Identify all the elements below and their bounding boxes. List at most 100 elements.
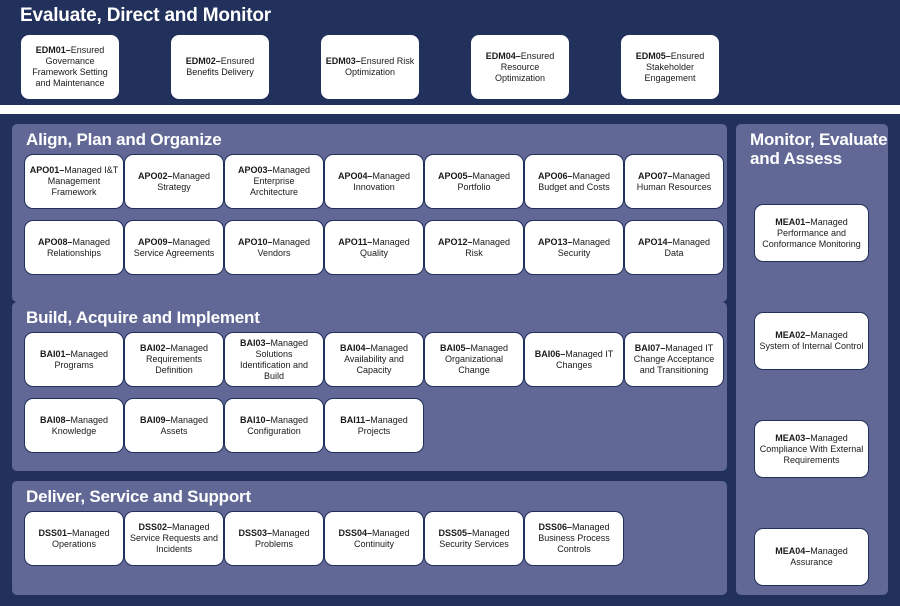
objective-card-bai10[interactable]: BAI10–Managed Configuration xyxy=(224,398,324,453)
objective-card-apo01[interactable]: APO01–Managed I&T Management Framework xyxy=(24,154,124,209)
objective-card-bai01[interactable]: BAI01–Managed Programs xyxy=(24,332,124,387)
objective-separator: – xyxy=(567,170,573,181)
objective-card-edm02[interactable]: EDM02–Ensured Benefits Delivery xyxy=(170,34,270,100)
objective-card-mea04[interactable]: MEA04–Managed Assurance xyxy=(754,528,869,586)
objective-name: Managed Service Requests and Incidents xyxy=(129,522,219,554)
objective-card-mea02[interactable]: MEA02–Managed System of Internal Control xyxy=(754,312,869,370)
objective-separator: – xyxy=(805,216,811,227)
objective-code: BAI04 xyxy=(339,343,366,353)
objective-card-apo14[interactable]: APO14–Managed Data xyxy=(624,220,724,275)
objective-name: Managed Data xyxy=(664,236,711,258)
objective-card-bai09[interactable]: BAI09–Managed Assets xyxy=(124,398,224,453)
objective-card-bai07[interactable]: BAI07–Managed IT Change Acceptance and T… xyxy=(624,332,724,387)
objective-separator: – xyxy=(265,337,271,348)
objective-card-apo09[interactable]: APO09–Managed Service Agreements xyxy=(124,220,224,275)
objective-code: BAI08 xyxy=(39,414,66,425)
objective-code: EDM04 xyxy=(485,50,516,61)
objective-card-edm04[interactable]: EDM04–Ensured Resource Optimization xyxy=(470,34,570,100)
objective-name: Managed Budget and Costs xyxy=(538,170,611,192)
objective-code: APO10 xyxy=(237,236,268,247)
objective-card-dss02[interactable]: DSS02–Managed Service Requests and Incid… xyxy=(124,511,224,566)
objective-name: Ensured Resource Optimization xyxy=(494,50,555,83)
objective-code: DSS05 xyxy=(438,527,467,538)
objective-name: Managed Innovation xyxy=(353,170,411,192)
objective-card-dss05[interactable]: DSS05–Managed Security Services xyxy=(424,511,524,566)
objective-card-apo05[interactable]: APO05–Managed Portfolio xyxy=(424,154,524,209)
objective-code: BAI05 xyxy=(439,343,466,353)
objective-card-bai05[interactable]: BAI05–Managed Organizational Change xyxy=(424,332,524,387)
objective-card-apo08[interactable]: APO08–Managed Relationships xyxy=(24,220,124,275)
objective-card-apo03[interactable]: APO03–Managed Enterprise Architecture xyxy=(224,154,324,209)
objective-card-bai11[interactable]: BAI11–Managed Projects xyxy=(324,398,424,453)
objective-code: APO12 xyxy=(437,236,468,247)
objective-separator: – xyxy=(215,56,221,66)
objective-card-bai08[interactable]: BAI08–Managed Knowledge xyxy=(24,398,124,453)
objective-name: Managed Strategy xyxy=(157,170,211,192)
objective-code: APO01 xyxy=(29,165,60,175)
objective-code: APO05 xyxy=(437,170,468,181)
objective-code: EDM05 xyxy=(635,50,666,61)
objective-separator: – xyxy=(167,236,173,247)
objective-card-apo06[interactable]: APO06–Managed Budget and Costs xyxy=(524,154,624,209)
objective-separator: – xyxy=(805,546,811,556)
objective-code: APO06 xyxy=(537,170,568,181)
objective-card-apo02[interactable]: APO02–Managed Strategy xyxy=(124,154,224,209)
objective-card-apo11[interactable]: APO11–Managed Quality xyxy=(324,220,424,275)
objective-separator: – xyxy=(165,343,171,353)
objective-separator: – xyxy=(65,414,71,425)
objective-card-dss01[interactable]: DSS01–Managed Operations xyxy=(24,511,124,566)
objective-card-dss04[interactable]: DSS04–Managed Continuity xyxy=(324,511,424,566)
objective-card-dss03[interactable]: DSS03–Managed Problems xyxy=(224,511,324,566)
objective-card-apo04[interactable]: APO04–Managed Innovation xyxy=(324,154,424,209)
objective-name: Managed Business Process Controls xyxy=(538,522,610,554)
objective-name: Managed Quality xyxy=(359,236,410,258)
objective-separator: – xyxy=(66,527,72,538)
objective-code: DSS02 xyxy=(138,522,167,532)
objective-name: Managed Vendors xyxy=(257,236,311,258)
objective-code: EDM02 xyxy=(185,56,216,66)
objective-separator: – xyxy=(267,165,273,175)
dss-domain-title: Deliver, Service and Support xyxy=(26,487,251,506)
objective-code: EDM01 xyxy=(35,45,66,55)
objective-card-bai06[interactable]: BAI06–Managed IT Changes xyxy=(524,332,624,387)
objective-code: MEA02 xyxy=(775,330,806,340)
objective-code: APO14 xyxy=(637,236,668,247)
objective-code: BAI02 xyxy=(139,343,166,353)
objective-separator: – xyxy=(567,236,573,247)
objective-separator: – xyxy=(67,236,73,247)
objective-code: DSS06 xyxy=(538,522,567,532)
edm-domain-band: Evaluate, Direct and Monitor EDM01–Ensur… xyxy=(0,0,900,105)
apo-domain-panel: Align, Plan and Organize APO01–Managed I… xyxy=(12,124,727,302)
objective-code: BAI10 xyxy=(239,414,266,425)
objective-name: Managed Organizational Change xyxy=(444,343,509,375)
objective-name: Managed Service Agreements xyxy=(133,236,215,258)
mea-domain-title: Monitor, Evaluate and Assess xyxy=(750,130,888,168)
objective-code: BAI03 xyxy=(239,337,266,348)
objective-card-bai04[interactable]: BAI04–Managed Availability and Capacity xyxy=(324,332,424,387)
objective-card-edm01[interactable]: EDM01–Ensured Governance Framework Setti… xyxy=(20,34,120,100)
objective-card-apo10[interactable]: APO10–Managed Vendors xyxy=(224,220,324,275)
objective-name: Managed Risk xyxy=(465,236,511,258)
objective-card-apo07[interactable]: APO07–Managed Human Resources xyxy=(624,154,724,209)
objective-card-bai03[interactable]: BAI03–Managed Solutions Identification a… xyxy=(224,332,324,387)
objective-name: Managed Security Services xyxy=(439,527,510,549)
objective-card-edm05[interactable]: EDM05–Ensured Stakeholder Engagement xyxy=(620,34,720,100)
objective-card-edm03[interactable]: EDM03–Ensured Risk Optimization xyxy=(320,34,420,100)
bai-domain-title: Build, Acquire and Implement xyxy=(26,308,260,327)
objective-code: APO02 xyxy=(137,170,168,181)
objective-separator: – xyxy=(467,170,473,181)
objective-card-bai02[interactable]: BAI02–Managed Requirements Definition xyxy=(124,332,224,387)
objective-name: Ensured Governance Framework Setting and… xyxy=(32,45,108,88)
objective-code: DSS01 xyxy=(38,527,67,538)
objective-name: Managed Relationships xyxy=(46,236,111,258)
objective-separator: – xyxy=(515,50,521,61)
objective-card-mea03[interactable]: MEA03–Managed Compliance With External R… xyxy=(754,420,869,478)
objective-separator: – xyxy=(660,343,666,353)
objective-separator: – xyxy=(466,527,472,538)
objective-card-apo12[interactable]: APO12–Managed Risk xyxy=(424,220,524,275)
objective-name: Managed I&T Management Framework xyxy=(47,165,119,197)
objective-code: BAI11 xyxy=(340,414,366,425)
objective-card-mea01[interactable]: MEA01–Managed Performance and Conformanc… xyxy=(754,204,869,262)
objective-card-dss06[interactable]: DSS06–Managed Business Process Controls xyxy=(524,511,624,566)
objective-card-apo13[interactable]: APO13–Managed Security xyxy=(524,220,624,275)
